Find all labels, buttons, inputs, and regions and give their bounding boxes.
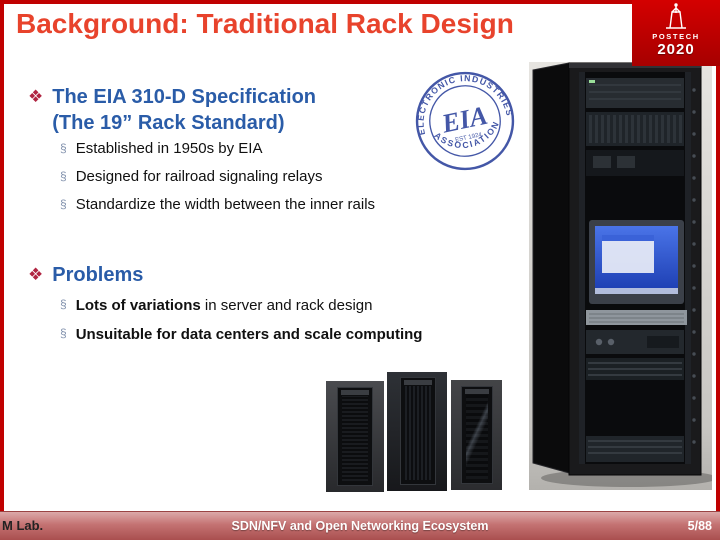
list-item-text: Established in 1950s by EIA [75, 140, 263, 157]
rack-keyboard-tray [586, 310, 687, 325]
list-item: § Standardize the width between the inne… [60, 196, 520, 213]
diamond-bullet-icon: ❖ [28, 87, 44, 106]
section-marker-icon: § [60, 197, 67, 211]
rack-thumbnail-2-cabinet [400, 377, 436, 485]
rack-monitor [589, 220, 684, 304]
list-item-bold: Lots of variations [75, 297, 201, 314]
bullet-list-eia: § Established in 1950s by EIA § Designed… [60, 140, 520, 224]
section-heading-eia: ❖ The EIA 310-D Specification (The 19” R… [28, 84, 316, 136]
footer-course-title: SDN/NFV and Open Networking Ecosystem [231, 519, 489, 533]
postech-logo-text: POSTECH [652, 32, 700, 41]
list-item-text: Standardize the width between the inner … [75, 196, 376, 213]
list-item-text: Unsuitable for data centers and scale co… [76, 325, 423, 345]
postech-logo: POSTECH 2020 [632, 0, 720, 66]
seal-center-text: EIA [438, 100, 490, 139]
rack-equipment-lower [586, 330, 684, 462]
heading-line-1: The EIA 310-D Specification [52, 86, 317, 108]
rack-open-door [532, 62, 570, 474]
diamond-bullet-icon: ❖ [28, 265, 44, 284]
section-marker-icon: § [60, 141, 67, 155]
list-item-text: Lots of variations in server and rack de… [76, 296, 373, 316]
server-rack-photo [529, 62, 712, 490]
section-marker-icon: § [60, 297, 67, 311]
rack-thumbnail-2 [387, 372, 447, 491]
postech-logo-year: 2020 [657, 41, 695, 58]
rack-thumbnail-3-cabinet [461, 386, 493, 484]
section-marker-icon: § [60, 169, 67, 183]
list-item-rest: in server and rack design [200, 297, 373, 314]
rack-thumbnail-3 [451, 380, 502, 490]
bullet-list-problems: § Lots of variations in server and rack … [60, 296, 490, 354]
footer-page-number: 5/88 [687, 519, 712, 533]
list-item: § Lots of variations in server and rack … [60, 296, 490, 316]
eia-seal-image: ELECTRONIC INDUSTRIES ASSOCIATION EIA ES… [405, 61, 526, 182]
list-item-text: Designed for railroad signaling relays [75, 168, 323, 185]
rack-equipment-top [586, 78, 684, 176]
section-heading-text: Problems [52, 264, 144, 286]
list-item: § Unsuitable for data centers and scale … [60, 325, 490, 345]
heading-line-2: (The 19” Rack Standard) [52, 112, 285, 134]
footer-lab-name: M Lab. [2, 518, 44, 533]
rack-thumbnail-1 [326, 381, 384, 492]
postech-emblem-icon [666, 3, 686, 29]
list-item: § Established in 1950s by EIA [60, 140, 520, 157]
section-heading-text: The EIA 310-D Specification (The 19” Rac… [52, 84, 316, 136]
list-item: § Designed for railroad signaling relays [60, 168, 520, 185]
section-heading-problems: ❖ Problems [28, 262, 143, 288]
slide-title: Background: Traditional Rack Design [16, 8, 514, 39]
section-marker-icon: § [60, 326, 67, 340]
list-item-bold: Unsuitable for data centers and scale co… [75, 326, 423, 343]
rack-thumbnail-1-cabinet [337, 387, 373, 486]
footer-bar: M Lab. SDN/NFV and Open Networking Ecosy… [0, 511, 720, 540]
